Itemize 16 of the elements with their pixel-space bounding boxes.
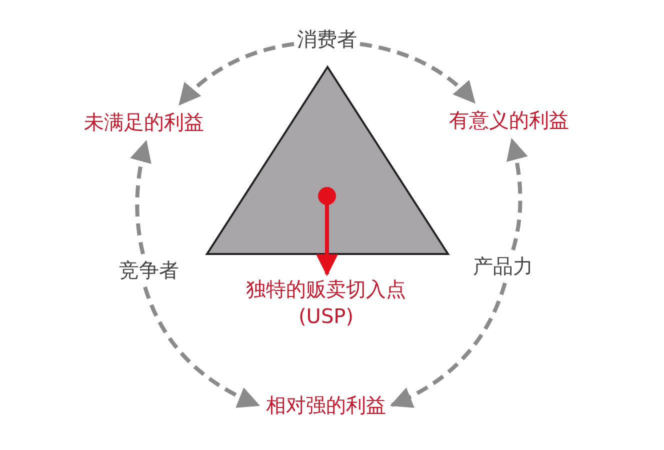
dashed-arrow (178, 42, 294, 106)
start-dot (318, 187, 336, 205)
dashed-arrow (390, 282, 507, 408)
arrow (316, 204, 338, 276)
triangle-shape (206, 66, 449, 255)
node-label: 未满足的利益 (82, 109, 206, 136)
node-label: 相对强的利益 (264, 392, 388, 419)
node-label: 竞争者 (117, 257, 181, 284)
node-label: 独特的贩卖切入点 (USP) (226, 275, 426, 331)
dashed-arrow (506, 138, 528, 251)
dashed-arrow (360, 42, 476, 104)
node-label: 产品力 (471, 253, 535, 280)
node-label: 消费者 (296, 26, 358, 53)
node-label: 有意义的利益 (447, 107, 571, 134)
dashed-arrow (130, 140, 152, 254)
dashed-arrow (143, 286, 260, 408)
